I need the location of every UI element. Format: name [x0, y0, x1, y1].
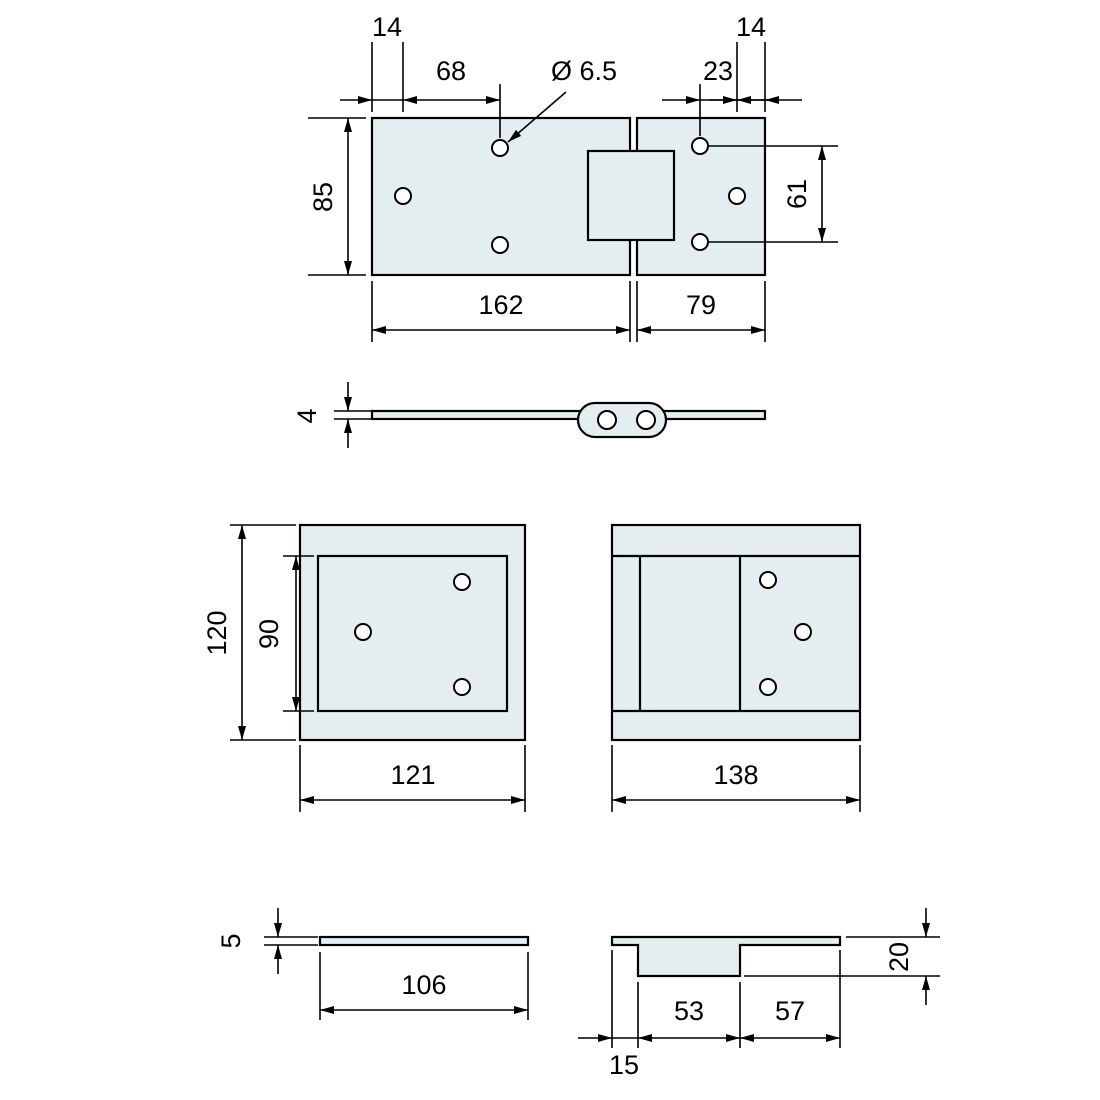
dim-label-hole-spacing: 68: [436, 56, 466, 86]
screw-hole: [794, 623, 812, 641]
dim-label-left-leaf-width: 121: [390, 760, 435, 790]
right-leaf-strip: [610, 935, 842, 978]
dim-label-leaf-outer-height: 120: [202, 610, 232, 655]
left-leaf-inner-panel: [316, 554, 509, 713]
left-leaf-strip: [318, 935, 530, 947]
dim-label-right-hole-span: 61: [782, 179, 812, 209]
dim-label-offset: 15: [609, 1050, 639, 1080]
screw-hole: [491, 236, 509, 254]
dim-label-left-margin-top: 14: [372, 12, 402, 42]
dim-label-depth: 20: [884, 942, 914, 972]
dim-label-left-plate-width: 162: [478, 290, 523, 320]
dim-label-profile-width: 106: [401, 970, 446, 1000]
dim-label-right-margin-top: 14: [736, 12, 766, 42]
right-leaf-plate: [610, 523, 862, 742]
side-view: 4: [292, 382, 767, 448]
dim-label-thickness: 4: [292, 408, 322, 423]
dim-label-right-hole-spacing: 23: [703, 56, 733, 86]
screw-hole: [491, 139, 509, 157]
pin-hole: [636, 410, 656, 430]
screw-hole: [354, 623, 372, 641]
dim-label-left-plate-height: 85: [308, 182, 338, 212]
dim-label-leaf-inner-height: 90: [254, 619, 284, 649]
hinge-knuckle: [586, 149, 676, 242]
screw-hole: [759, 678, 777, 696]
dim-label-right-leaf-width: 138: [713, 760, 758, 790]
screw-hole: [759, 571, 777, 589]
dim-label-profile-thickness: 5: [216, 933, 246, 948]
right-leaf-profile: 20 53 57 15: [578, 908, 940, 1080]
hinge-strip-profile: [370, 409, 767, 421]
screw-hole: [691, 233, 709, 251]
right-leaf-view: 138: [610, 523, 862, 812]
dim-label-right-plate-width: 79: [686, 290, 716, 320]
screw-hole: [394, 187, 412, 205]
left-leaf-profile: 5 106: [216, 908, 530, 1020]
top-view: 14 68 Ø 6.5 23 14 85 61 162 79: [308, 12, 838, 342]
dim-label-flat-width: 57: [775, 996, 805, 1026]
dim-label-knuckle-width: 53: [674, 996, 704, 1026]
screw-hole: [453, 678, 471, 696]
screw-hole: [691, 137, 709, 155]
left-leaf-plate: [298, 523, 527, 742]
screw-hole: [728, 187, 746, 205]
leader-line: [507, 91, 567, 143]
pin-hole: [597, 410, 617, 430]
left-leaf-view: 120 90 121: [202, 523, 527, 812]
screw-hole: [453, 573, 471, 591]
dim-label-hole-diameter: Ø 6.5: [551, 56, 617, 86]
